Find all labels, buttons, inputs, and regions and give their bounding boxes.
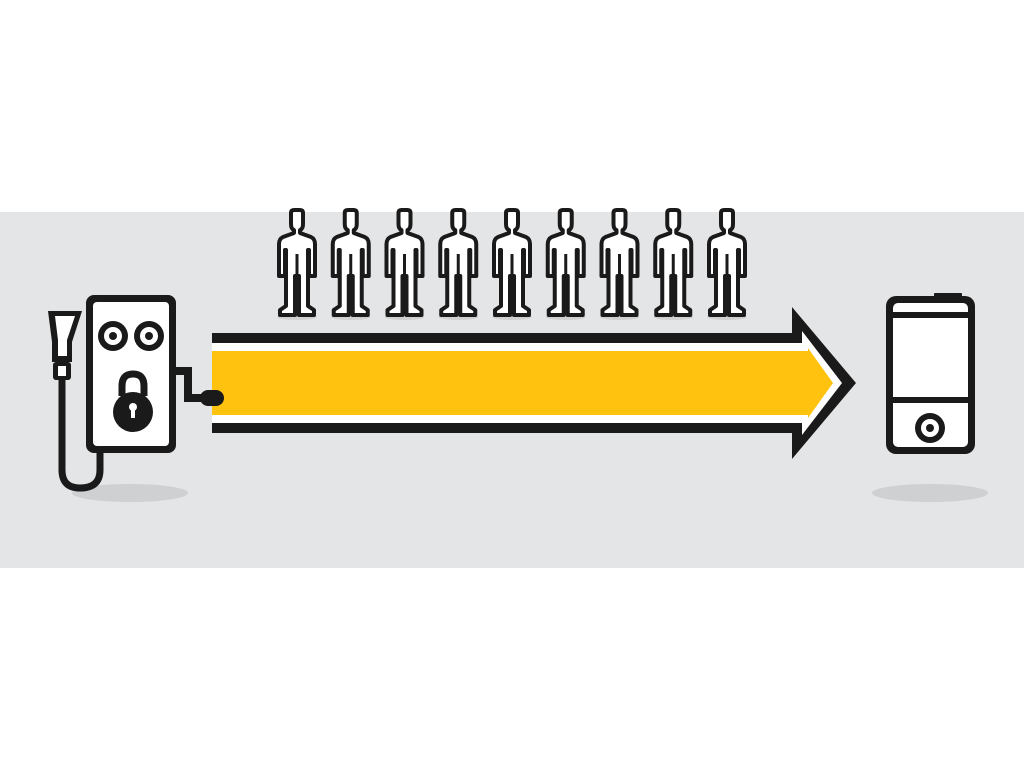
arrow-body [212, 348, 833, 418]
home-button-icon [915, 413, 945, 443]
bell-left-icon [98, 321, 128, 351]
transition-arrow [212, 307, 856, 459]
earpiece-icon [48, 311, 82, 380]
smartphone-shadow [872, 484, 988, 502]
person-icon [330, 208, 371, 320]
people-row [277, 208, 747, 320]
person-icon [277, 208, 317, 320]
person-icon [545, 208, 586, 320]
smartphone-icon [886, 293, 975, 454]
person-icon [653, 208, 694, 320]
person-icon [492, 208, 532, 320]
person-icon [707, 208, 747, 320]
old-telephone-icon [48, 295, 224, 492]
bell-right-icon [134, 321, 164, 351]
crank-handle-icon [176, 367, 224, 406]
person-icon [384, 208, 425, 320]
person-icon [438, 208, 479, 320]
phone-cord [58, 374, 104, 492]
padlock-icon [113, 370, 153, 432]
phone-shadow [72, 484, 188, 502]
person-icon [599, 208, 640, 320]
